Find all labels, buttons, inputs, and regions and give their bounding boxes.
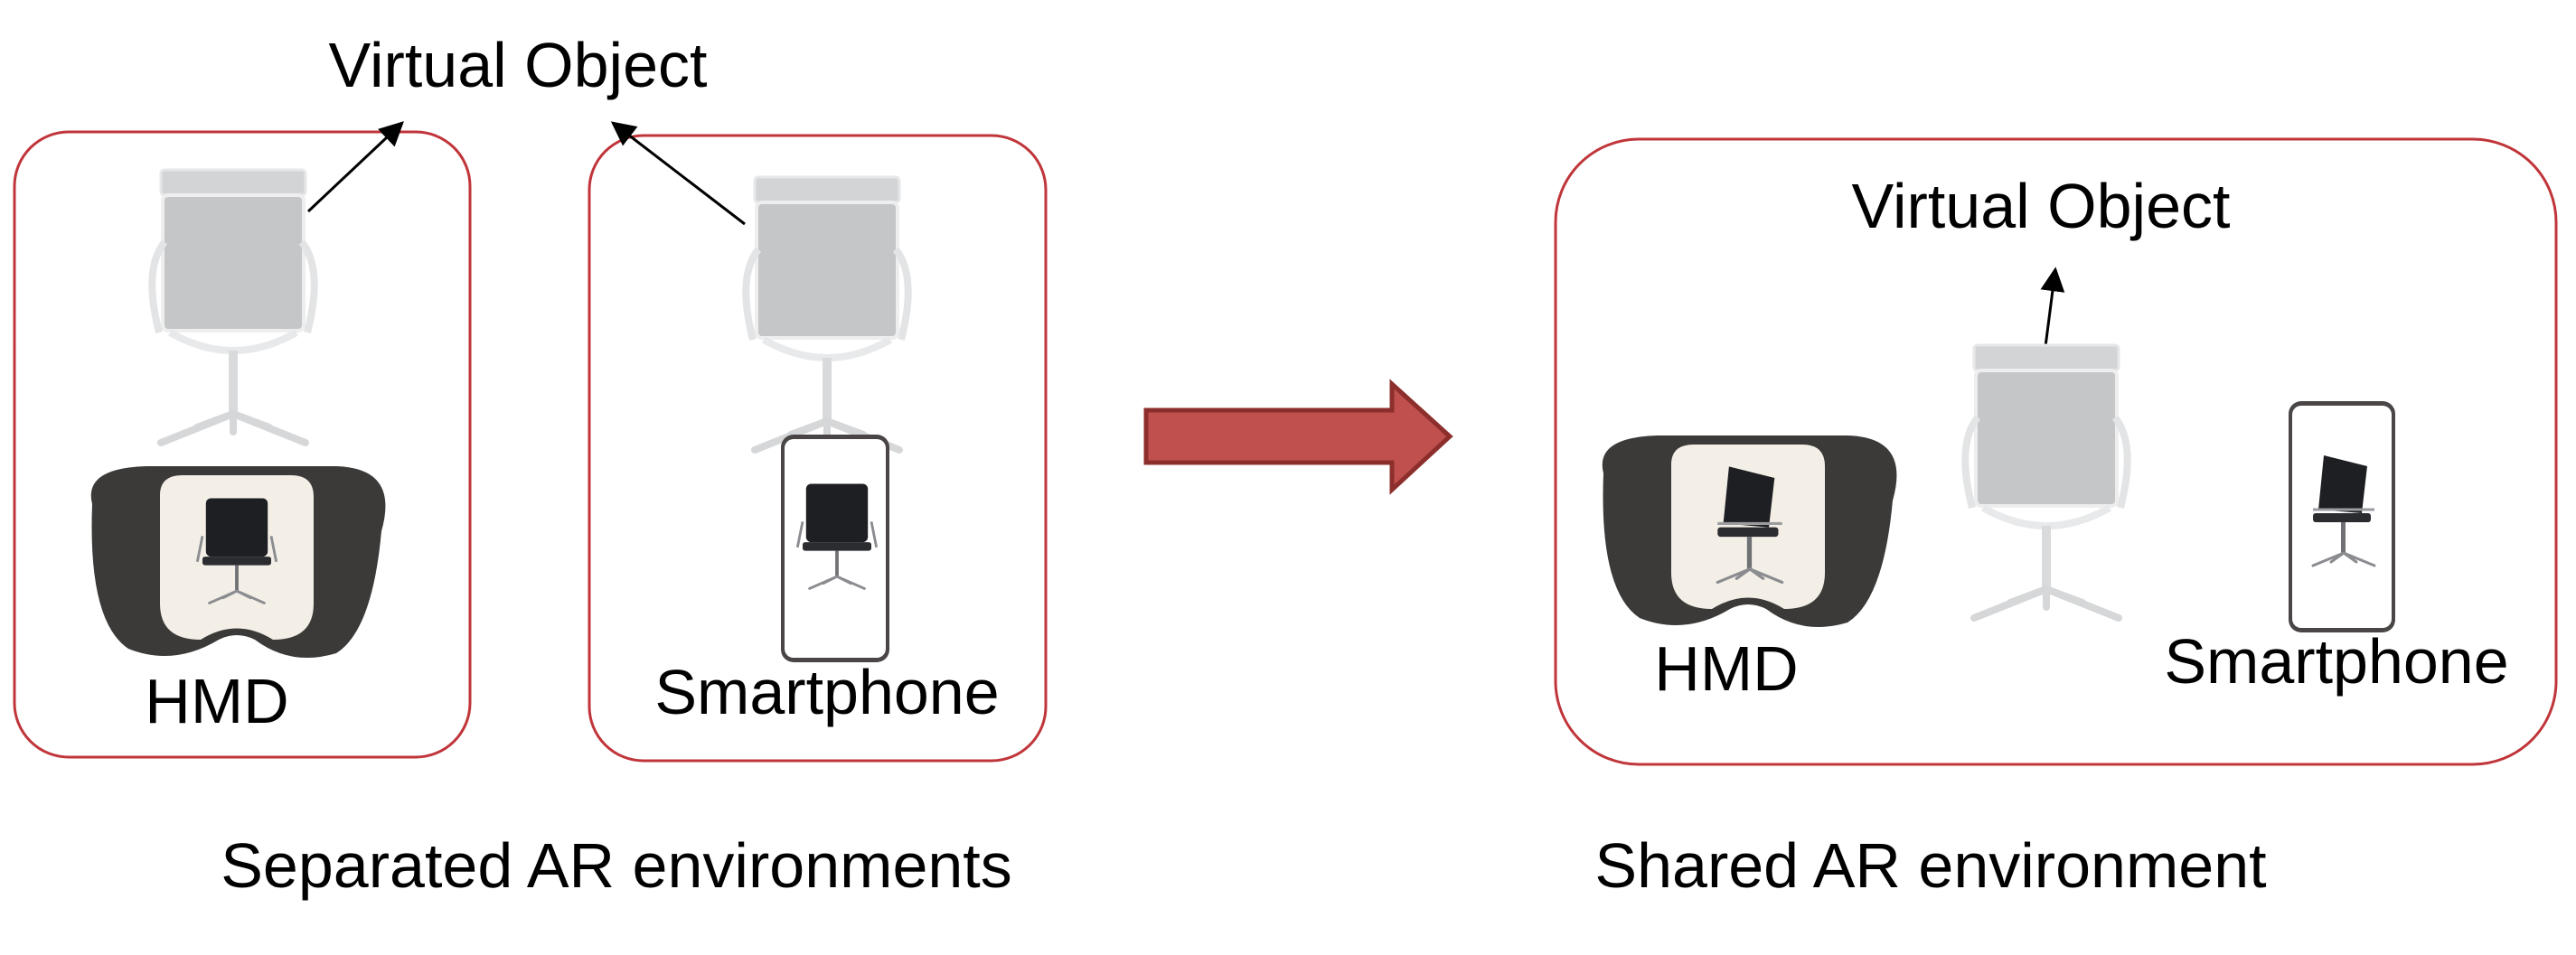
virtual-object-label-left: Virtual Object [329, 30, 708, 100]
virtual-chair-shared-icon [1965, 345, 2127, 618]
hmd-environment-box [13, 130, 472, 759]
caption-shared: Shared AR environment [1594, 830, 2266, 901]
virtual-chair-hmd-icon [152, 170, 314, 443]
smartphone-label-right: Smartphone [2164, 626, 2508, 697]
smartphone-environment-box [588, 134, 1048, 763]
smartphone-shared-icon [2289, 401, 2395, 632]
smartphone-label-left: Smartphone [654, 657, 999, 727]
caption-separated: Separated AR environments [221, 830, 1012, 901]
virtual-object-label-right: Virtual Object [1852, 171, 2231, 241]
transition-arrow [1143, 379, 1453, 495]
pointer-arrow-smartphone-chair [610, 121, 746, 226]
hmd-label-left: HMD [145, 666, 288, 736]
hmd-headset-shared-icon [1602, 435, 1897, 627]
shared-environment-box [1554, 137, 2558, 766]
hmd-label-right: HMD [1654, 633, 1798, 704]
virtual-chair-smartphone-icon [746, 177, 907, 450]
hmd-headset-icon [90, 466, 386, 658]
smartphone-device-icon [781, 435, 889, 662]
pointer-arrow-hmd-chair [306, 121, 404, 213]
